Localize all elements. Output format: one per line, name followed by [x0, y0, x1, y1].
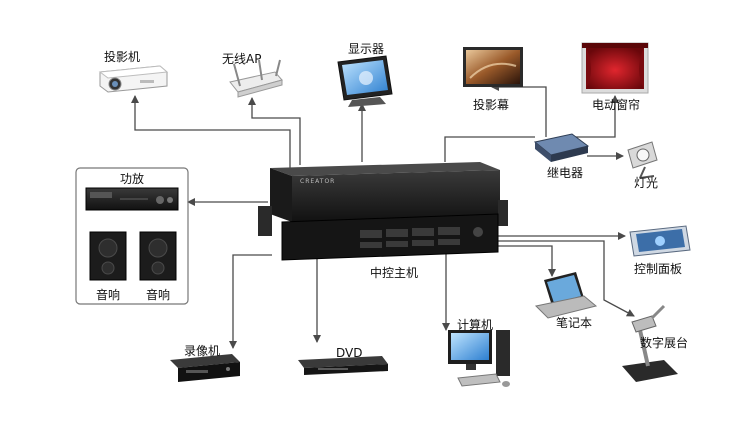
projection-screen-icon — [463, 47, 523, 87]
amplifier-group — [75, 167, 189, 305]
projector-icon — [98, 65, 169, 93]
label-laptop: 笔记本 — [556, 316, 593, 330]
label-wireless-ap: 无线AP — [222, 52, 262, 66]
label-speaker-right: 音响 — [146, 288, 171, 302]
laptop-icon — [534, 272, 598, 319]
label-electric-curtain: 电动窗帘 — [592, 98, 641, 112]
relay-icon — [533, 133, 590, 162]
label-projection-screen: 投影幕 — [473, 98, 510, 112]
label-computer: 计算机 — [457, 318, 494, 332]
dvd-player-icon — [298, 356, 388, 375]
label-dvd: DVD — [336, 346, 363, 360]
line-curtain — [575, 95, 619, 138]
document-camera-icon — [622, 304, 678, 382]
wireless-ap-icon — [229, 59, 283, 98]
line-wireless-ap — [248, 97, 301, 165]
speaker-left-icon — [89, 231, 127, 281]
label-amplifier: 功放 — [120, 172, 145, 186]
line-projector — [131, 95, 291, 168]
line-laptop — [497, 245, 556, 277]
label-recorder: 录像机 — [184, 344, 221, 358]
amplifier-icon — [85, 187, 179, 211]
control-panel-icon — [629, 225, 691, 257]
label-projector: 投影机 — [104, 50, 141, 64]
label-central-host: 中控主机 — [370, 266, 419, 280]
computer-icon — [448, 330, 510, 387]
connection-lines — [131, 83, 635, 349]
label-document-camera: 数字展台 — [640, 336, 689, 350]
video-recorder-icon — [170, 354, 240, 382]
electric-curtain-icon — [581, 42, 649, 94]
label-speaker-left: 音响 — [96, 288, 121, 302]
label-display: 显示器 — [348, 42, 385, 56]
host-brand-text: CREATOR — [300, 178, 336, 185]
label-light: 灯光 — [634, 176, 659, 190]
label-relay: 继电器 — [547, 166, 584, 180]
line-recorder — [229, 254, 272, 349]
line-relay — [444, 136, 535, 162]
amplifier-group-frame — [75, 167, 189, 305]
line-doc-camera — [497, 240, 635, 317]
label-control-panel: 控制面板 — [634, 262, 683, 276]
light-icon — [627, 141, 658, 179]
speaker-right-icon — [139, 231, 177, 281]
display-monitor-icon — [337, 55, 393, 107]
central-host-icon — [258, 162, 508, 261]
